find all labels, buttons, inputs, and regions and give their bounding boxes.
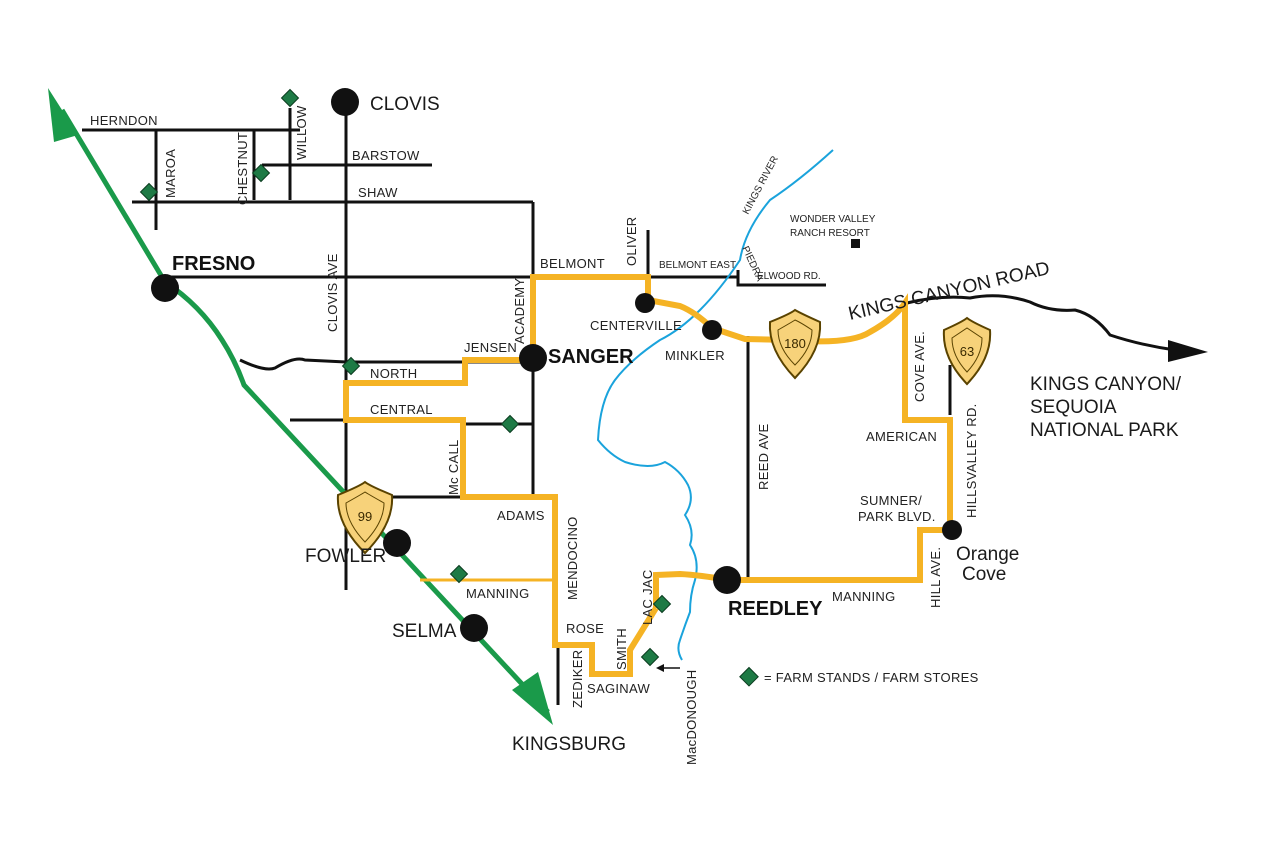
label-fowler: FOWLER [305, 546, 386, 567]
road-elwood [736, 270, 826, 287]
label-fresno: FRESNO [172, 253, 255, 275]
label-reed-ave: REED AVE [756, 424, 771, 490]
label-centerville: CENTERVILLE [590, 318, 682, 333]
road-north-connector [239, 357, 533, 371]
label-belmont-east: BELMONT EAST [659, 260, 736, 271]
label-jensen: JENSEN [464, 340, 517, 355]
label-oliver: OLIVER [624, 217, 639, 266]
orange-cove-dot [942, 520, 962, 540]
label-elwood: ELWOOD RD. [757, 271, 821, 282]
label-destination-1: KINGS CANYON/ [1030, 374, 1182, 395]
label-maroa: MAROA [163, 149, 178, 198]
selma-dot [460, 614, 488, 642]
label-cove-ave: COVE AVE. [912, 331, 927, 402]
legend: = FARM STANDS / FARM STORES [739, 666, 979, 687]
label-selma: SELMA [392, 621, 457, 642]
label-wonder-valley-1: WONDER VALLEY [790, 214, 876, 225]
fresno-dot [151, 274, 179, 302]
label-hillsvalley: HILLSVALLEY RD. [964, 403, 979, 518]
label-barstow: BARSTOW [352, 148, 420, 163]
label-lac-jac: LAC JAC [640, 569, 655, 625]
centerville-dot [635, 293, 655, 313]
hwy99-north-arrow-icon [48, 88, 78, 142]
svg-text:63: 63 [960, 344, 974, 359]
label-destination-2: SEQUOIA [1030, 397, 1117, 418]
farm-stands [139, 88, 672, 667]
legend-farm-stand-icon [739, 666, 759, 687]
label-macdonough: MacDONOUGH [684, 670, 699, 765]
label-destination-3: NATIONAL PARK [1030, 420, 1179, 441]
label-wonder-valley-2: RANCH RESORT [790, 228, 870, 239]
label-zediker: ZEDIKER [570, 650, 585, 708]
label-academy: ACADEMY [512, 278, 527, 344]
label-manning-east: MANNING [832, 589, 896, 604]
legend-label: = FARM STANDS / FARM STORES [764, 670, 979, 685]
label-adams: ADAMS [497, 508, 545, 523]
hwy99-south-arrow-icon [512, 672, 553, 725]
farm-stand-icon [251, 163, 271, 183]
svg-text:180: 180 [784, 336, 806, 351]
farm-stand-icon [341, 356, 361, 376]
label-mendocino: MENDOCINO [565, 516, 580, 600]
label-piedra: PIEDRA [739, 245, 765, 284]
label-rose: ROSE [566, 621, 604, 636]
label-sumner-2: PARK BLVD. [858, 509, 936, 524]
label-sanger: SANGER [548, 346, 634, 368]
arrow-kings-canyon-icon [1168, 340, 1208, 362]
macdonough-arrow-icon [656, 664, 664, 672]
sanger-dot [519, 344, 547, 372]
minkler-dot [702, 320, 722, 340]
label-belmont: BELMONT [540, 256, 605, 271]
wonder-valley-marker-icon [851, 239, 860, 248]
label-herndon: HERNDON [90, 113, 158, 128]
road-kings-canyon-east [906, 294, 1176, 352]
label-saginaw: SAGINAW [587, 681, 650, 696]
svg-text:99: 99 [358, 509, 372, 524]
label-smith: SMITH [614, 628, 629, 670]
label-orange-cove-1: Orange [956, 544, 1019, 565]
label-clovis-ave: CLOVIS AVE [325, 253, 340, 332]
farm-stand-icon [640, 647, 660, 667]
label-american: AMERICAN [866, 429, 937, 444]
farm-stand-icon [500, 414, 520, 434]
label-mccall: Mc CALL [446, 439, 461, 495]
road-network [82, 100, 1176, 705]
city-markers [151, 88, 962, 642]
shield-63: 63 [942, 316, 992, 386]
kings-river [596, 149, 834, 661]
fowler-dot [383, 529, 411, 557]
label-orange-cove-2: Cove [962, 564, 1006, 585]
shield-99: 99 [336, 480, 394, 555]
farm-stand-icon [139, 182, 159, 202]
label-hill-ave: HILL AVE. [928, 547, 943, 608]
clovis-dot [331, 88, 359, 116]
label-manning-west: MANNING [466, 586, 530, 601]
label-kings-river: KINGS RIVER [741, 154, 781, 216]
label-reedley: REEDLEY [728, 598, 823, 620]
label-minkler: MINKLER [665, 348, 725, 363]
label-kingsburg: KINGSBURG [512, 734, 626, 755]
farm-stand-icon [280, 88, 300, 108]
label-kings-canyon-road: KINGS CANYON ROAD [846, 258, 1051, 325]
label-willow: WILLOW [294, 105, 309, 160]
farm-stand-icon [449, 564, 469, 584]
reedley-dot [713, 566, 741, 594]
shield-180: 180 [768, 308, 822, 380]
label-shaw: SHAW [358, 185, 398, 200]
label-central: CENTRAL [370, 402, 433, 417]
farm-stand-icon [652, 594, 672, 614]
label-chestnut: CHESTNUT [235, 132, 250, 205]
label-sumner-1: SUMNER/ [860, 493, 922, 508]
label-clovis: CLOVIS [370, 94, 440, 115]
label-north: NORTH [370, 366, 417, 381]
